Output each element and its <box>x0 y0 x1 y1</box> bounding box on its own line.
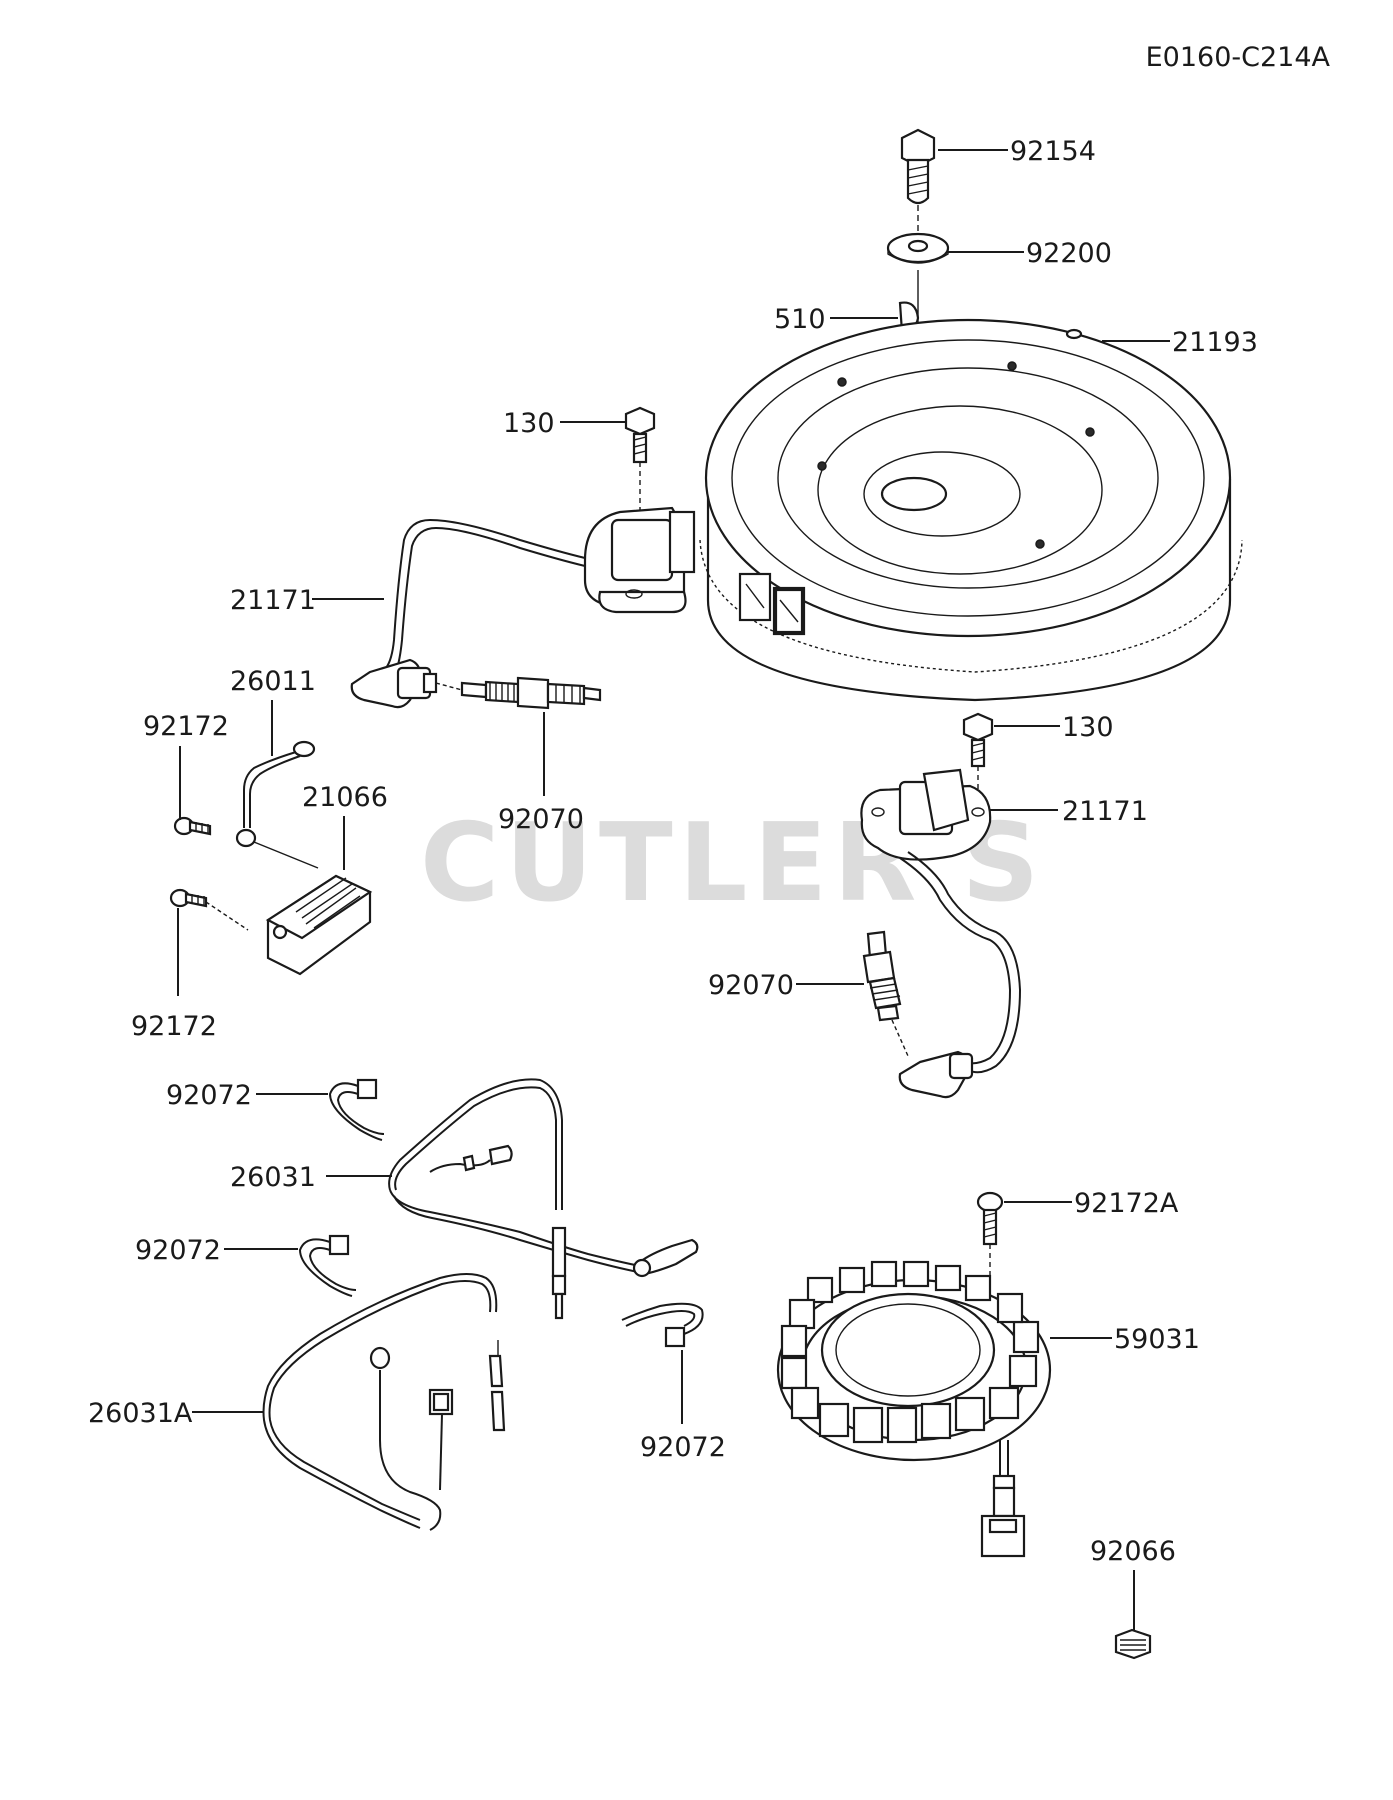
label-harness-a[interactable]: 26031A <box>88 1398 193 1429</box>
stator-teeth <box>780 1260 1040 1444</box>
diagram-code: E0160-C214A <box>1146 42 1331 73</box>
flywheel[interactable] <box>699 318 1243 702</box>
label-flywheel[interactable]: 21193 <box>1172 327 1258 358</box>
screw-regulator-bottom[interactable] <box>169 888 249 931</box>
clamp-2[interactable] <box>298 1234 357 1297</box>
clamp-3[interactable] <box>621 1302 704 1348</box>
label-screw-regulator-bottom[interactable]: 92172 <box>131 1011 217 1042</box>
label-screw-coil-bottom[interactable]: 130 <box>1062 712 1114 743</box>
label-key[interactable]: 510 <box>774 304 826 335</box>
label-clamp-3[interactable]: 92072 <box>640 1432 726 1463</box>
label-stator[interactable]: 59031 <box>1114 1324 1200 1355</box>
stator[interactable] <box>776 1260 1052 1558</box>
label-ground-lead[interactable]: 26011 <box>230 666 316 697</box>
label-spark-plug-bottom[interactable]: 92070 <box>708 970 794 1001</box>
ground-lead[interactable] <box>235 740 316 848</box>
label-screw-coil-top[interactable]: 130 <box>503 408 555 439</box>
washer[interactable] <box>886 232 950 264</box>
ignition-coil-top[interactable] <box>350 506 696 709</box>
label-screw-stator[interactable]: 92172A <box>1074 1188 1179 1219</box>
label-spark-plug-top[interactable]: 92070 <box>498 804 584 835</box>
spark-plug-top[interactable] <box>435 676 602 710</box>
screw-coil-top[interactable] <box>624 406 656 510</box>
label-coil-top[interactable]: 21171 <box>230 585 316 616</box>
clamp-1[interactable] <box>328 1078 385 1141</box>
label-coil-bottom[interactable]: 21171 <box>1062 796 1148 827</box>
screw-stator[interactable] <box>976 1191 1004 1330</box>
label-nut[interactable]: 92066 <box>1090 1536 1176 1567</box>
label-clamp-2[interactable]: 92072 <box>135 1235 221 1266</box>
screw-regulator-top[interactable] <box>173 816 212 836</box>
label-regulator[interactable]: 21066 <box>302 782 388 813</box>
label-clamp-1[interactable]: 92072 <box>166 1080 252 1111</box>
nut[interactable] <box>1114 1628 1152 1660</box>
wire-harness[interactable] <box>388 1078 699 1320</box>
label-bolt-top[interactable]: 92154 <box>1010 136 1096 167</box>
label-washer[interactable]: 92200 <box>1026 238 1112 269</box>
bolt-top[interactable] <box>900 128 936 232</box>
label-harness[interactable]: 26031 <box>230 1162 316 1193</box>
label-screw-regulator-top[interactable]: 92172 <box>143 711 229 742</box>
ignition-coil-bottom[interactable] <box>860 768 1022 1099</box>
wire-harness-a[interactable] <box>262 1273 506 1531</box>
regulator[interactable] <box>253 841 373 976</box>
spark-plug-bottom[interactable] <box>862 930 909 1057</box>
